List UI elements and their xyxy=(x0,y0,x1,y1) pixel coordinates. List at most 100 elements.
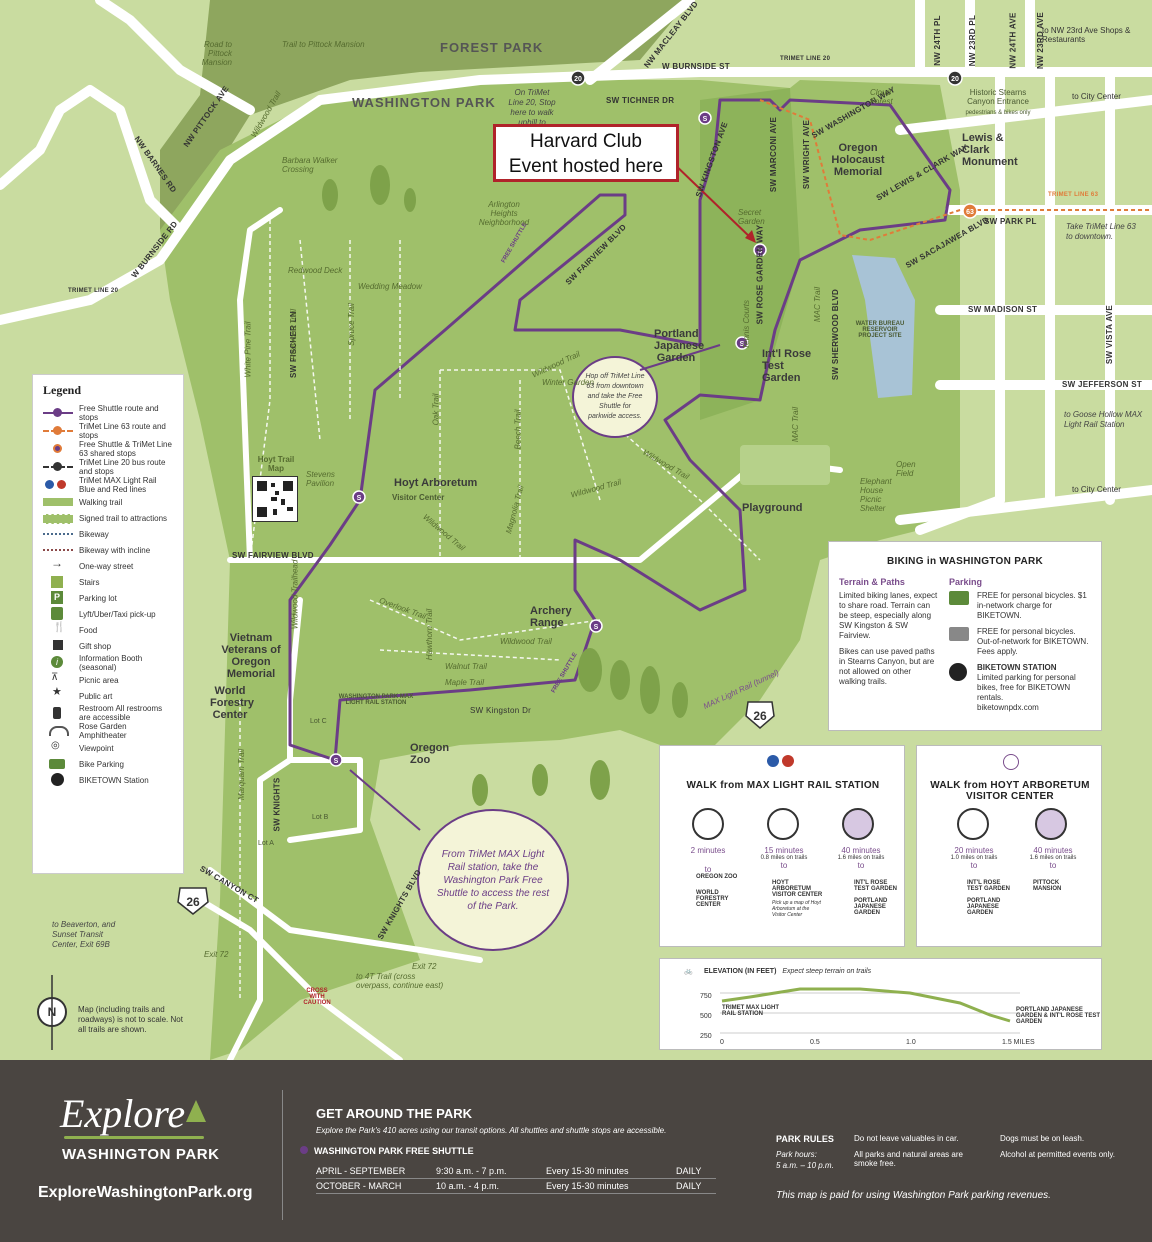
legend-label: Walking trail xyxy=(79,497,123,507)
schedule-season: APRIL - SEPTEMBER xyxy=(316,1164,436,1179)
biketown-url[interactable]: biketownpdx.com xyxy=(977,703,1039,712)
oneway-icon: → xyxy=(51,556,63,570)
tree-icon xyxy=(186,1100,206,1122)
elevation-panel: 🚲 ELEVATION (IN FEET) Expect steep terra… xyxy=(659,958,1102,1050)
terrain-p1: Limited biking lanes, expect to share ro… xyxy=(839,591,938,640)
footer-divider xyxy=(282,1090,283,1220)
historic-stearns-sub: pedestrians & bikes only xyxy=(965,110,1031,116)
stairs-icon xyxy=(43,575,73,589)
legend-label: Signed trail to attractions xyxy=(79,513,168,523)
legend-label: Public art xyxy=(79,691,113,701)
elev-end: PORTLAND JAPANESE GARDEN & INT'L ROSE TE… xyxy=(1016,1007,1100,1025)
cloud-forest: Cloud Forest xyxy=(870,88,893,106)
x-tick-10: 1.0 xyxy=(906,1039,916,1046)
sw-rose-garden-way: SW ROSE GARDEN WAY xyxy=(755,224,765,325)
restroom-icon xyxy=(43,706,73,720)
portland-japanese-garden[interactable]: Portland Japanese Garden xyxy=(654,328,705,364)
website-link[interactable]: ExploreWashingtonPark.org xyxy=(38,1184,253,1201)
shuttle-stop-marker: S xyxy=(357,495,362,502)
legend-label: Restroom All restrooms are accessible xyxy=(79,704,163,722)
legend-label: TriMet MAX Light Rail Blue and Red lines xyxy=(79,476,157,494)
nw-24th-pl: NW 24TH PL xyxy=(932,15,942,66)
hoyt-visitor-center: Visitor Center xyxy=(392,493,445,502)
x-tick-15: 1.5 MILES xyxy=(1002,1039,1035,1046)
biketown-heading: BIKETOWN STATION xyxy=(977,663,1057,672)
get-around-intro: Explore the Park's 410 acres using our t… xyxy=(316,1126,667,1135)
max-c2-a: HOYT ARBORETUM VISITOR CENTER xyxy=(772,880,823,898)
hoyt-c2-dist: 1.6 miles on trails xyxy=(1029,855,1077,861)
lyft-icon xyxy=(43,607,73,621)
redwood-deck: Redwood Deck xyxy=(288,266,343,275)
paid-note: This map is paid for using Washington Pa… xyxy=(776,1190,1051,1201)
qr-code-icon[interactable] xyxy=(252,476,298,522)
dir-nw23: to NW 23rd Ave Shops & Restaurants xyxy=(1042,26,1131,44)
lot-c: Lot C xyxy=(310,718,327,725)
sw-jefferson-st: SW JEFFERSON ST xyxy=(1062,380,1143,389)
explore-logo: Explore xyxy=(60,1091,186,1136)
route-63-marker: 63 xyxy=(966,209,974,216)
max-c2-dist: 0.8 miles on trails xyxy=(760,855,808,861)
elevation-subtitle: Expect steep terrain on trails xyxy=(782,968,872,975)
sw-wright-ave: SW WRIGHT AVE xyxy=(802,119,812,190)
w-burnside-st: W BURNSIDE ST xyxy=(662,62,730,71)
rule-2: All parks and natural areas are smoke fr… xyxy=(854,1150,963,1168)
dir-goose-hollow: to Goose Hollow MAX Light Rail Station xyxy=(1064,410,1143,429)
legend-label: Free Shuttle & TriMet Line 63 shared sto… xyxy=(79,440,172,458)
hoyt-c1-b: PORTLAND JAPANESE GARDEN xyxy=(967,898,1001,916)
arlington-heights: Arlington Heights Neighborhood xyxy=(478,200,530,227)
lewis-clark-monument[interactable]: Lewis & Clark Monument xyxy=(962,132,1018,168)
legend-label: Viewpoint xyxy=(79,743,114,753)
hoyt-c2-a: PITTOCK MANSION xyxy=(1033,880,1062,892)
food-icon: 🍴 xyxy=(53,622,66,633)
parking-p2: FREE for personal bicycles. Out-of-netwo… xyxy=(977,627,1089,656)
tennis-courts: Tennis Courts xyxy=(742,299,752,350)
signed-icon xyxy=(43,511,73,525)
oregon-holocaust-memorial[interactable]: Oregon Holocaust Memorial xyxy=(831,142,885,178)
hoyt-c1-time: 20 minutes xyxy=(954,846,994,855)
walk-hoyt-title: WALK from HOYT ARBORETUM VISITOR CENTER xyxy=(930,780,1090,802)
nw-24th-ave: NW 24TH AVE xyxy=(1008,12,1018,69)
legend-label: Free Shuttle route and stops xyxy=(79,404,159,422)
max-c3-b: PORTLAND JAPANESE GARDEN xyxy=(854,898,888,916)
cross-with-caution: CROSS WITH CAUTION xyxy=(303,988,331,1006)
hoyt-c2-to: to xyxy=(1049,861,1057,870)
footer: Explore WASHINGTON PARK ExploreWashingto… xyxy=(0,1060,1152,1242)
clock-20min-icon xyxy=(957,808,989,840)
archery-range[interactable]: Archery Range xyxy=(530,605,572,629)
vietnam-veterans-memorial[interactable]: Vietnam Veterans of Oregon Memorial xyxy=(221,632,281,680)
sw-madison-st: SW MADISON ST xyxy=(968,305,1038,314)
legend-item-gift: Gift shop xyxy=(43,638,173,654)
elev-start: TRIMET MAX LIGHT RAIL STATION xyxy=(722,1005,779,1017)
lot-a: Lot A xyxy=(258,840,274,847)
legend-label: BIKETOWN Station xyxy=(79,775,149,785)
highway-26-shield: 26 xyxy=(186,895,200,909)
sw-vista-ave: SW VISTA AVE xyxy=(1105,304,1115,365)
legend-label: Stairs xyxy=(79,577,100,587)
oregon-zoo[interactable]: Oregon Zoo xyxy=(410,742,450,766)
schedule-season: OCTOBER - MARCH xyxy=(316,1178,436,1194)
clock-15min-icon xyxy=(767,808,799,840)
clock-40min-icon xyxy=(842,808,874,840)
playground[interactable]: Playground xyxy=(742,502,803,514)
sw-sherwood-blvd: SW SHERWOOD BLVD xyxy=(831,288,841,381)
hoyt-arboretum[interactable]: Hoyt Arboretum xyxy=(394,477,478,489)
shuttle-stop-marker: S xyxy=(594,624,599,631)
max-c3-to: to xyxy=(857,861,865,870)
road-to-pittock: Road to Pittock Mansion xyxy=(201,40,232,67)
dir-on-trimet-20: On TriMet Line 20, Stop here to walk uph… xyxy=(508,88,556,127)
clock-2min-icon xyxy=(692,808,724,840)
max-c1-b: WORLD FORESTRY CENTER xyxy=(696,890,729,908)
intl-rose-test-garden[interactable]: Int'l Rose Test Garden xyxy=(762,348,812,384)
washington-park-max-station[interactable]: WASHINGTON PARK MAX LIGHT RAIL STATION xyxy=(338,694,414,706)
world-forestry-center[interactable]: World Forestry Center xyxy=(210,685,255,721)
barbara-walker-crossing: Barbara Walker Crossing xyxy=(282,156,338,174)
bikepark-icon xyxy=(43,757,73,771)
legend-label: Gift shop xyxy=(79,641,112,651)
biking-panel: BIKING in WASHINGTON PARK Terrain & Path… xyxy=(828,541,1102,731)
oak-trail: Oak Trail xyxy=(431,393,441,426)
callout-line2: Event hosted here xyxy=(508,156,664,177)
gift-icon xyxy=(43,639,73,653)
